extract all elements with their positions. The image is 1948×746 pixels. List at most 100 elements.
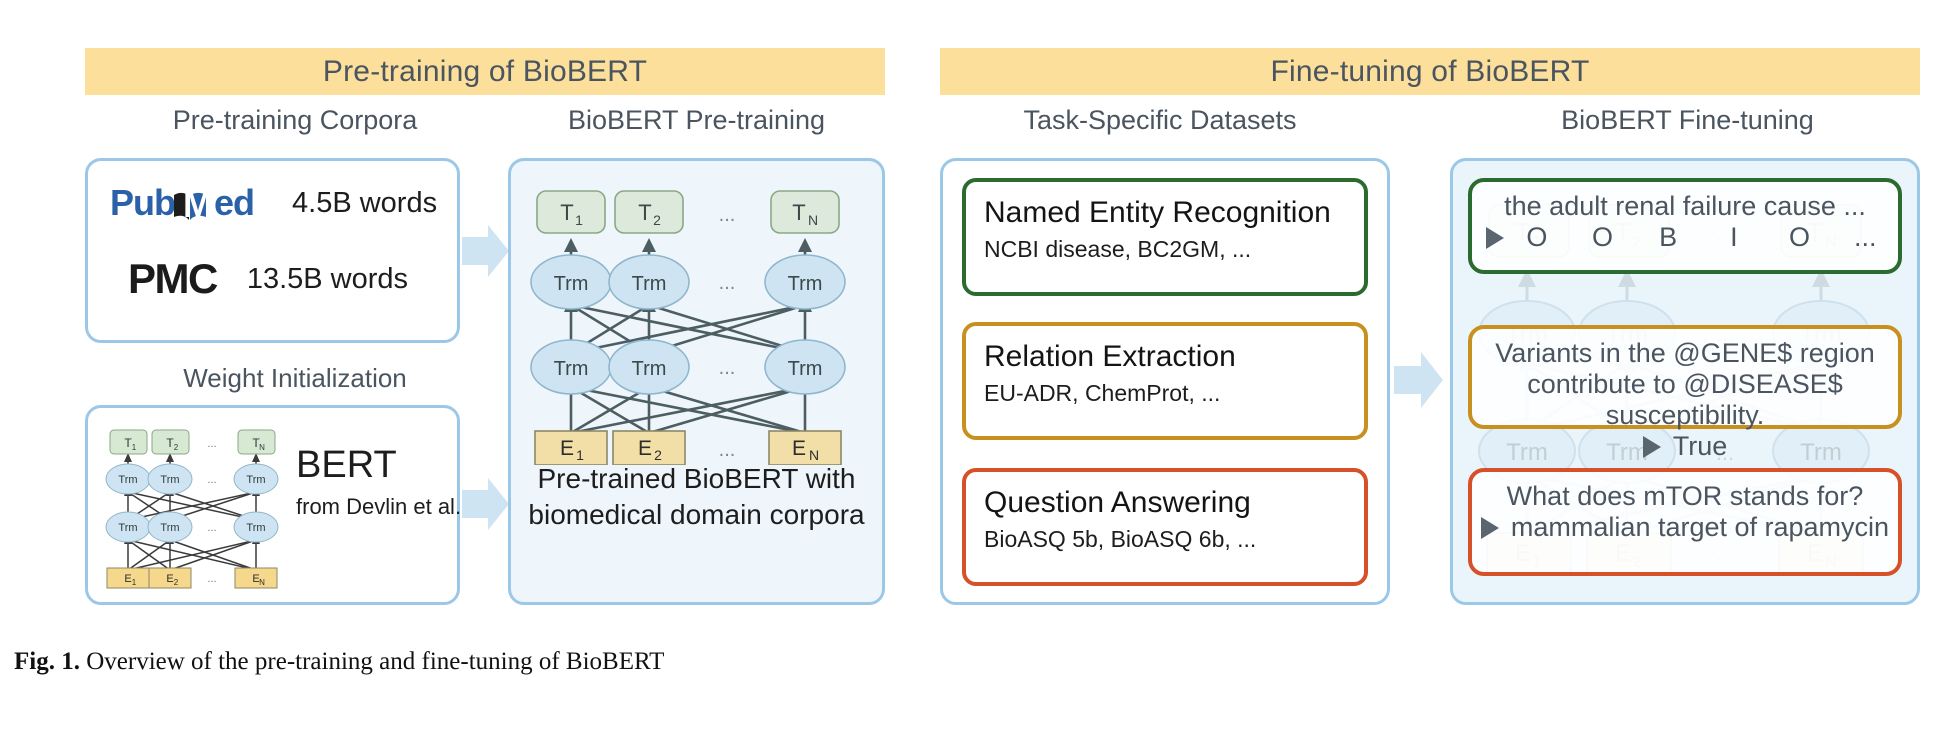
qa-answer-row: mammalian target of rapamycin — [1472, 512, 1898, 543]
svg-text:N: N — [809, 447, 819, 463]
svg-text:...: ... — [207, 438, 216, 450]
ner-input-sentence: the adult renal failure cause ... — [1504, 191, 1866, 221]
task-title-ner: Named Entity Recognition — [984, 196, 1331, 229]
task-datasets-ner: NCBI disease, BC2GM, ... — [984, 236, 1252, 262]
corpus-row-pmc: PMC 13.5B words — [128, 246, 409, 302]
finetune-example-question-answering: What does mTOR stands for? mammalian tar… — [1468, 468, 1902, 576]
svg-text:Trm: Trm — [788, 273, 823, 295]
pmc-word-count: 13.5B words — [246, 262, 409, 295]
svg-text:E: E — [252, 573, 259, 585]
pubmed-logo-part1: Pub — [110, 182, 176, 223]
svg-text:Trm: Trm — [246, 474, 265, 486]
column-title-corpora: Pre-training Corpora — [172, 105, 418, 135]
svg-text:1: 1 — [132, 443, 137, 452]
svg-text:N: N — [259, 443, 265, 452]
svg-text:Trm: Trm — [160, 474, 179, 486]
play-triangle-icon — [1480, 516, 1499, 539]
svg-text:...: ... — [719, 204, 736, 226]
svg-text:...: ... — [207, 522, 216, 534]
svg-text:Trm: Trm — [788, 358, 823, 380]
ner-tag: B — [1659, 222, 1678, 253]
task-datasets-re: EU-ADR, ChemProt, ... — [984, 380, 1221, 406]
re-output-answer: True — [1672, 431, 1728, 462]
svg-text:E: E — [124, 573, 131, 585]
svg-text:T: T — [124, 436, 132, 450]
re-input-line2: contribute to @DISEASE$ susceptibility. — [1527, 369, 1843, 431]
svg-text:Trm: Trm — [554, 273, 589, 295]
svg-text:2: 2 — [653, 212, 661, 228]
card-pretraining-corpora: Pub Med 4.5B words PMC 13.5B words — [85, 158, 460, 343]
svg-text:2: 2 — [654, 447, 662, 463]
bert-transformer-diagram: T 1 T 2 T N ... Trm Trm Trm ... — [105, 429, 279, 589]
svg-text:Trm: Trm — [160, 522, 179, 534]
biobert-summary-line2: biomedical domain corpora — [528, 498, 865, 530]
svg-text:E: E — [166, 573, 173, 585]
re-output-answer-row: True — [1472, 431, 1898, 462]
svg-text:1: 1 — [576, 447, 584, 463]
task-box-question-answering[interactable]: Question Answering BioASQ 5b, BioASQ 6b,… — [962, 468, 1368, 586]
svg-text:...: ... — [719, 272, 736, 294]
finetune-example-ner: the adult renal failure cause ... O O B … — [1468, 178, 1902, 274]
svg-text:E: E — [792, 437, 806, 460]
pmc-logo-icon: PMC — [128, 246, 218, 302]
play-triangle-icon — [1486, 226, 1504, 249]
figure-caption: Fig. 1. Overview of the pre-training and… — [14, 648, 664, 676]
qa-question: What does mTOR stands for? — [1506, 481, 1864, 511]
svg-text:...: ... — [719, 439, 736, 461]
pubmed-logo-icon: Pub Med — [110, 182, 274, 223]
arrow-corpora-to-pretraining — [462, 225, 509, 277]
task-title-qa: Question Answering — [984, 486, 1251, 519]
arrow-datasets-to-finetuning — [1394, 352, 1443, 408]
ner-tag: O — [1789, 222, 1811, 253]
svg-text:T: T — [166, 436, 174, 450]
biobert-pretraining-summary: Pre-trained BioBERT with biomedical doma… — [511, 461, 882, 533]
svg-text:N: N — [808, 212, 818, 228]
svg-text:...: ... — [207, 474, 216, 486]
svg-text:E: E — [638, 437, 652, 460]
column-title-biobert-pretraining: BioBERT Pre-training — [567, 105, 826, 135]
arrow-bert-to-pretraining — [462, 478, 509, 530]
ner-tag: I — [1730, 222, 1738, 253]
task-box-relation-extraction[interactable]: Relation Extraction EU-ADR, ChemProt, ..… — [962, 322, 1368, 440]
svg-text:T: T — [638, 200, 651, 225]
pubmed-logo-letter: M — [183, 184, 213, 225]
svg-text:Trm: Trm — [554, 358, 589, 380]
svg-text:E: E — [560, 437, 574, 460]
biobert-summary-line1: Pre-trained BioBERT with — [537, 463, 856, 494]
card-bert-weight-init: T 1 T 2 T N ... Trm Trm Trm ... — [85, 405, 462, 605]
ner-tag: O — [1592, 222, 1614, 253]
svg-text:1: 1 — [132, 578, 137, 587]
task-title-re: Relation Extraction — [984, 340, 1236, 373]
svg-text:Trm: Trm — [632, 273, 667, 295]
ner-tag: ... — [1853, 222, 1877, 253]
banner-pretraining: Pre-training of BioBERT — [85, 48, 885, 95]
svg-text:T: T — [560, 200, 573, 225]
pmc-logo-text: PMC — [128, 255, 218, 302]
finetune-example-relation-extraction: Variants in the @GENE$ region contribute… — [1468, 325, 1902, 461]
task-datasets-qa: BioASQ 5b, BioASQ 6b, ... — [984, 526, 1257, 552]
pubmed-word-count: 4.5B words — [292, 186, 438, 219]
svg-text:T: T — [252, 436, 260, 450]
label-weight-initialization: Weight Initialization — [183, 363, 407, 393]
svg-text:Trm: Trm — [632, 358, 667, 380]
biobert-transformer-diagram: T 1 T 2 T N ... Trm Trm Trm ... — [530, 190, 846, 465]
play-triangle-icon — [1642, 435, 1661, 458]
column-title-task-datasets: Task-Specific Datasets — [1023, 105, 1297, 135]
svg-text:Trm: Trm — [246, 522, 265, 534]
figure-caption-label: Fig. 1. — [14, 648, 80, 675]
banner-finetuning: Fine-tuning of BioBERT — [940, 48, 1920, 95]
pubmed-book-icon — [173, 191, 207, 221]
svg-text:Trm: Trm — [118, 522, 137, 534]
qa-answer: mammalian target of rapamycin — [1510, 512, 1890, 543]
card-biobert-pretraining: T 1 T 2 T N ... Trm Trm Trm ... — [508, 158, 885, 605]
svg-text:T: T — [792, 200, 805, 225]
column-title-biobert-finetuning: BioBERT Fine-tuning — [1561, 105, 1814, 135]
corpus-row-pubmed: Pub Med 4.5B words — [110, 182, 438, 223]
bert-attribution: from Devlin et al. — [296, 493, 462, 519]
task-box-named-entity-recognition[interactable]: Named Entity Recognition NCBI disease, B… — [962, 178, 1368, 296]
svg-text:Trm: Trm — [118, 474, 137, 486]
svg-text:1: 1 — [575, 212, 583, 228]
figure-caption-text: Overview of the pre-training and fine-tu… — [86, 648, 665, 675]
ner-output-tags: O O B I O ... — [1472, 222, 1898, 253]
